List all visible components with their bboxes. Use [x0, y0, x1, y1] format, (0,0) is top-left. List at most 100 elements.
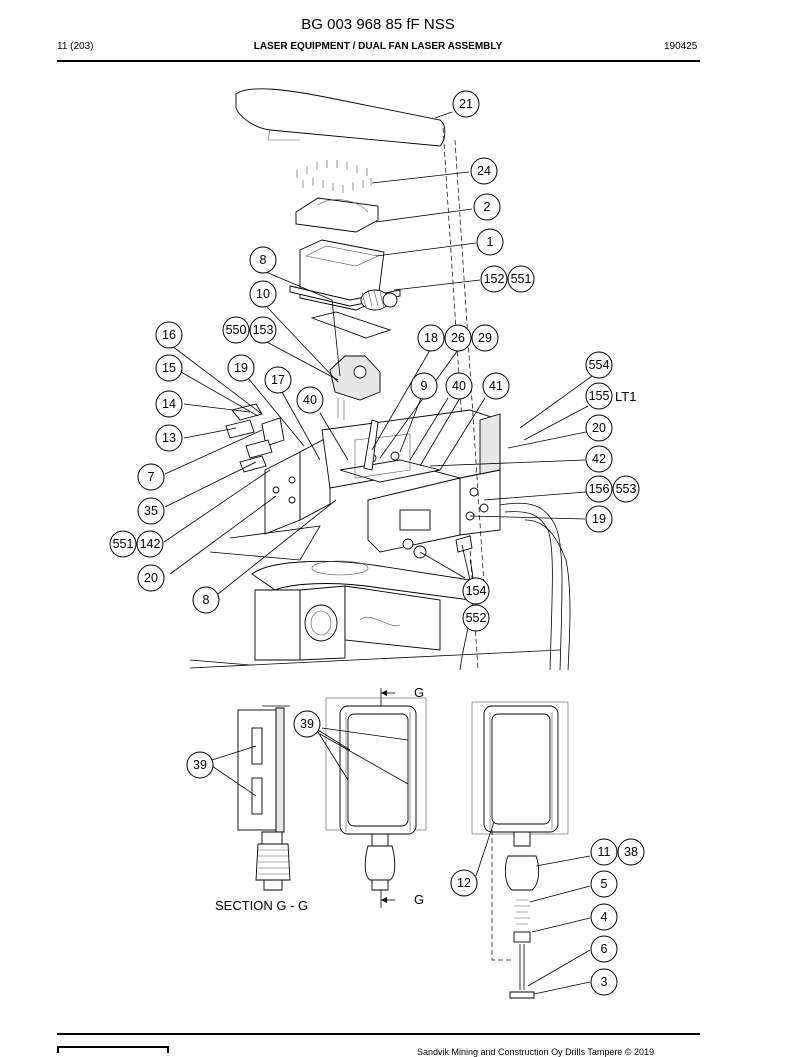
- callout-40-left: 40: [296, 386, 324, 414]
- svg-text:12: 12: [457, 876, 471, 890]
- svg-text:40: 40: [303, 393, 317, 407]
- callout-551-left: 551: [109, 530, 137, 558]
- laser-unit: [329, 355, 381, 420]
- footer-rule: [57, 1033, 700, 1035]
- svg-text:2: 2: [484, 200, 491, 214]
- section-g-g-drawing: [237, 705, 291, 891]
- callout-9: 9: [410, 372, 438, 400]
- callout-3: 3: [590, 968, 618, 996]
- svg-text:153: 153: [253, 323, 274, 337]
- svg-text:39: 39: [193, 758, 207, 772]
- callout-554: 554: [585, 351, 613, 379]
- callout-8-bottom: 8: [192, 586, 220, 614]
- company-logo: [57, 1046, 169, 1053]
- callout-42: 42: [585, 445, 613, 473]
- callout-24: 24: [470, 157, 498, 185]
- svg-text:155: 155: [589, 389, 610, 403]
- callout-40-right: 40: [445, 372, 473, 400]
- callout-154: 154: [462, 577, 490, 605]
- callout-550: 550: [222, 316, 250, 344]
- callout-17: 17: [264, 366, 292, 394]
- svg-text:552: 552: [466, 611, 487, 625]
- callout-7: 7: [137, 463, 165, 491]
- svg-text:42: 42: [592, 452, 606, 466]
- header-rule: [57, 60, 700, 62]
- callout-10: 10: [249, 280, 277, 308]
- svg-text:17: 17: [271, 373, 285, 387]
- callout-29: 29: [471, 324, 499, 352]
- page-title: LASER EQUIPMENT / DUAL FAN LASER ASSEMBL…: [253, 41, 503, 52]
- main-bracket-body: [264, 409, 501, 559]
- svg-text:15: 15: [162, 361, 176, 375]
- callout-26: 26: [444, 324, 472, 352]
- callout-35: 35: [137, 497, 165, 525]
- callout-38: 38: [617, 838, 645, 866]
- svg-text:35: 35: [144, 504, 158, 518]
- boom-base: [189, 525, 561, 669]
- callout-20-right: 20: [585, 414, 613, 442]
- callout-14: 14: [155, 390, 183, 418]
- lt1-label: LT1: [615, 389, 636, 404]
- callout-15: 15: [155, 354, 183, 382]
- svg-text:29: 29: [478, 331, 492, 345]
- svg-text:24: 24: [477, 164, 491, 178]
- svg-text:5: 5: [601, 877, 608, 891]
- page-number: 11 (203): [57, 41, 94, 52]
- callout-142: 142: [136, 530, 164, 558]
- svg-text:553: 553: [616, 482, 637, 496]
- section-label: SECTION G - G: [215, 898, 308, 913]
- callout-16: 16: [155, 321, 183, 349]
- svg-text:40: 40: [452, 379, 466, 393]
- svg-text:156: 156: [589, 482, 610, 496]
- callout-156: 156: [585, 475, 613, 503]
- leader-lines: [163, 111, 593, 595]
- callout-20-left: 20: [137, 564, 165, 592]
- callout-1: 1: [476, 228, 504, 256]
- section-marker-top: G: [414, 685, 424, 700]
- svg-text:19: 19: [592, 512, 606, 526]
- svg-text:4: 4: [601, 910, 608, 924]
- section-leader-lines: [211, 727, 591, 995]
- callout-2: 2: [473, 193, 501, 221]
- svg-text:11: 11: [598, 845, 611, 859]
- svg-text:18: 18: [424, 331, 438, 345]
- svg-text:142: 142: [140, 537, 161, 551]
- callout-553: 553: [612, 475, 640, 503]
- svg-text:3: 3: [601, 975, 608, 989]
- svg-text:551: 551: [511, 272, 532, 286]
- callout-41: 41: [482, 372, 510, 400]
- svg-text:20: 20: [592, 421, 606, 435]
- hose-fittings: [225, 403, 285, 473]
- callout-551-top: 551: [507, 265, 535, 293]
- callout-39-middle: 39: [293, 710, 321, 738]
- callout-11: 11: [590, 838, 618, 866]
- svg-text:550: 550: [226, 323, 247, 337]
- housing-part: [289, 239, 401, 339]
- svg-text:10: 10: [256, 287, 270, 301]
- svg-text:6: 6: [601, 942, 608, 956]
- callout-5: 5: [590, 870, 618, 898]
- callout-21: 21: [452, 90, 480, 118]
- front-view-right: [471, 701, 569, 999]
- callout-19-top: 19: [227, 354, 255, 382]
- footer-copyright: Sandvik Mining and Construction Oy Drill…: [417, 1047, 655, 1057]
- svg-text:154: 154: [466, 584, 487, 598]
- callout-12: 12: [450, 869, 478, 897]
- svg-text:21: 21: [459, 97, 473, 111]
- svg-text:16: 16: [162, 328, 176, 342]
- svg-text:26: 26: [451, 331, 465, 345]
- callout-552: 552: [462, 604, 490, 632]
- callout-8-top: 8: [249, 246, 277, 274]
- svg-text:38: 38: [624, 845, 638, 859]
- callout-18: 18: [417, 324, 445, 352]
- svg-text:1: 1: [487, 235, 494, 249]
- section-marker-bottom: G: [414, 892, 424, 907]
- svg-text:554: 554: [589, 358, 610, 372]
- svg-text:39: 39: [300, 717, 314, 731]
- callout-6: 6: [590, 935, 618, 963]
- svg-text:8: 8: [203, 593, 210, 607]
- section-view-middle: [325, 688, 427, 908]
- callout-39-left: 39: [186, 751, 214, 779]
- svg-text:9: 9: [421, 379, 428, 393]
